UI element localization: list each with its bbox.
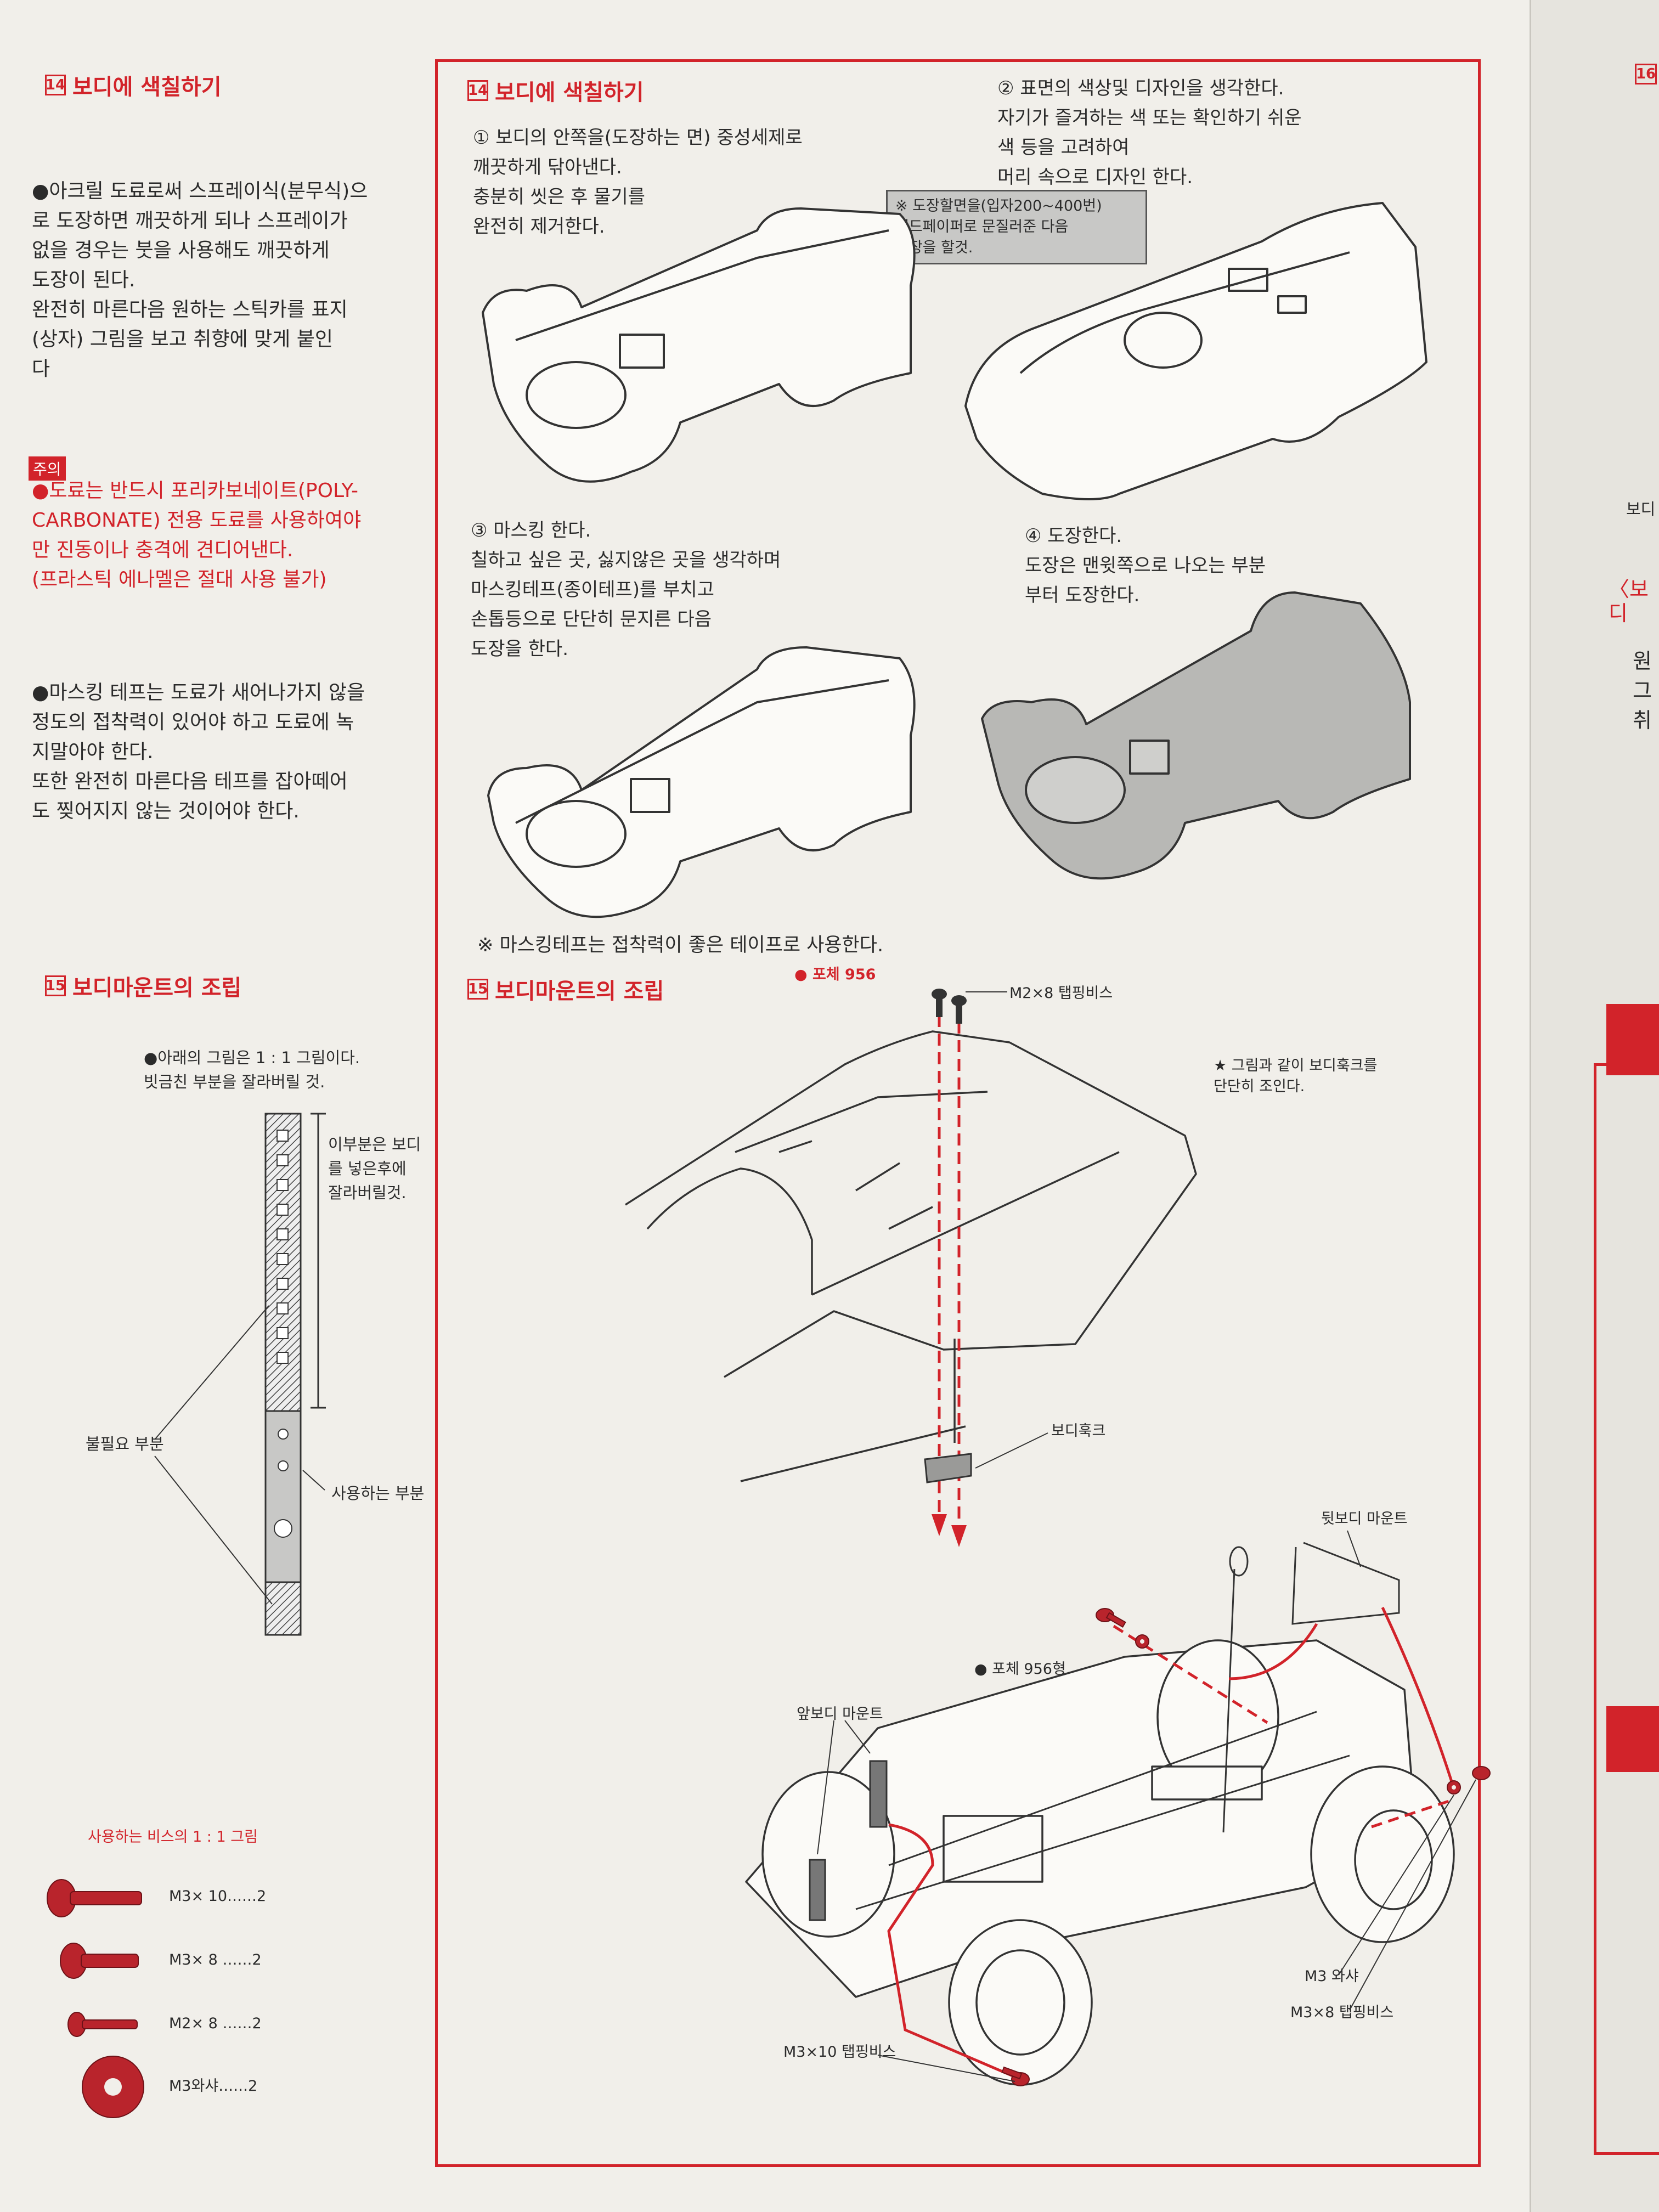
next-page-red-band-2 bbox=[1606, 1706, 1659, 1772]
scale-note: ●아래의 그림은 1 : 1 그림이다. 빗금친 부분을 잘라버릴 것. bbox=[144, 1048, 360, 1091]
m3x8-screw-label: M3×8 탭핑비스 bbox=[1290, 2004, 1394, 2021]
used-part-label: 사용하는 부분 bbox=[331, 1484, 425, 1503]
page-fold bbox=[1530, 0, 1531, 2212]
porsche-956-label: ● 포체 956 bbox=[794, 966, 876, 983]
front-mount-label: 앞보디 마운트 bbox=[797, 1706, 883, 1723]
painting-instructions: ●아크릴 도료로써 스프레이식(분무식)으 로 도장하면 깨끗하게 되나 스프레… bbox=[32, 180, 368, 380]
screws-title: 사용하는 비스의 1 : 1 그림 bbox=[88, 1829, 258, 1846]
cut-note: 이부분은 보디 를 넣은후에 잘라버릴것. bbox=[328, 1135, 421, 1202]
rear-mount-label: 뒷보디 마운트 bbox=[1321, 1510, 1408, 1527]
left-section-15-heading: 15 보디마운트의 조립 bbox=[45, 970, 241, 1002]
next-page-heading: 〈보디 bbox=[1609, 577, 1649, 625]
step-4-text: ④ 도장한다. 도장은 맨윗쪽으로 나오는 부분 부터 도장한다. bbox=[1025, 525, 1266, 606]
section-title: 보디에 색칠하기 bbox=[495, 80, 644, 105]
main-instruction-panel bbox=[435, 59, 1481, 2167]
left-section-14-heading: 14 보디에 색칠하기 bbox=[45, 69, 222, 101]
body-hook-label: 보디훅크 bbox=[1051, 1423, 1106, 1440]
section-number: 14 bbox=[467, 80, 488, 101]
next-page-number: 16 bbox=[1635, 64, 1659, 84]
screw-m2x8: M2× 8 ……2 bbox=[169, 2015, 262, 2032]
washer-m3: M3와샤……2 bbox=[169, 2078, 258, 2095]
m2x8-screw-label: M2×8 탭핑비스 bbox=[1009, 985, 1113, 1002]
screw-m3x10: M3× 10……2 bbox=[169, 1888, 267, 1905]
step-3-text: ③ 마스킹 한다. 칠하고 싶은 곳, 싫지않은 곳을 생각하며 마스킹테프(종… bbox=[471, 520, 781, 660]
section-title: 보디마운트의 조립 bbox=[72, 975, 242, 1001]
section-title: 보디에 색칠하기 bbox=[72, 75, 222, 100]
step-1-text: ① 보디의 안쪽을(도장하는 면) 중성세제로 깨끗하게 닦아낸다. 충분히 씻… bbox=[473, 127, 803, 238]
masking-tape-instructions: ●마스킹 테프는 도료가 새어나가지 않을 정도의 접착력이 있어야 하고 도료… bbox=[32, 681, 365, 822]
next-page-box bbox=[1594, 1063, 1659, 2155]
section-title: 보디마운트의 조립 bbox=[495, 979, 664, 1004]
section-number: 16 bbox=[1635, 64, 1657, 84]
section-number: 14 bbox=[45, 75, 66, 95]
masking-tape-note: ※ 마스킹테프는 접착력이 좋은 테이프로 사용한다. bbox=[477, 934, 884, 956]
next-page-text-1: 보디 bbox=[1626, 500, 1656, 518]
section-number: 15 bbox=[467, 979, 488, 1000]
screw-m3x8: M3× 8 ……2 bbox=[169, 1951, 262, 1968]
m3x10-screw-label: M3×10 탭핑비스 bbox=[783, 2044, 896, 2061]
next-page-text-2: 원 그 취 bbox=[1633, 649, 1652, 732]
step-2-text: ② 표면의 색상및 디자인을 생각한다. 자기가 즐겨하는 색 또는 확인하기 … bbox=[997, 77, 1302, 188]
caution-text: ●도료는 반드시 포리카보네이트(POLY- CARBONATE) 전용 도료를… bbox=[32, 479, 362, 591]
main-section-14-heading: 14 보디에 색칠하기 bbox=[467, 75, 644, 106]
main-section-15-heading: 15 보디마운트의 조립 bbox=[467, 973, 664, 1005]
body-hook-note: ★ 그림과 같이 보디훅크를 단단히 조인다. bbox=[1214, 1057, 1378, 1095]
m3-washer-label: M3 와샤 bbox=[1305, 1968, 1359, 1985]
unneeded-part-label: 불필요 부분 bbox=[86, 1435, 164, 1453]
section-number: 15 bbox=[45, 975, 66, 996]
caution-badge: 주의 bbox=[29, 456, 66, 481]
sanding-note: ※ 도장할면을(입자200~400번) 샌드페이퍼로 문질러준 다음 도장을 할… bbox=[886, 190, 1147, 264]
